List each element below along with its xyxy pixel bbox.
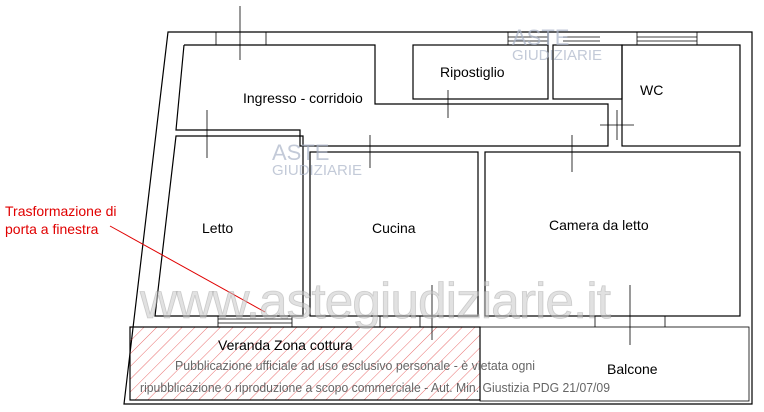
label-ripostiglio: Ripostiglio — [440, 64, 505, 80]
label-cucina: Cucina — [372, 220, 416, 236]
watermark-url: www.astegiudiziarie.it — [139, 273, 611, 329]
logo-text-bottom-2: GIUDIZIARIE — [272, 162, 362, 179]
ripostiglio-room — [412, 44, 549, 100]
label-balcone: Balcone — [607, 361, 658, 377]
annotation-line-2: porta a finestra — [5, 221, 99, 237]
logo-text-top: ASTE — [512, 25, 569, 50]
logo-text-bottom: GIUDIZIARIE — [512, 47, 602, 64]
wc-room — [621, 44, 741, 147]
letto-room — [154, 135, 304, 317]
legal-line-1: Pubblicazione ufficiale ad uso esclusivo… — [175, 358, 535, 373]
logo-text-top-2: ASTE — [272, 140, 329, 165]
camera-room — [484, 151, 741, 317]
veranda-hatch — [129, 326, 481, 401]
window-marks — [206, 6, 698, 345]
label-letto: Letto — [202, 220, 233, 236]
label-wc: WC — [640, 82, 663, 98]
cucina-room — [309, 151, 479, 317]
label-veranda: Veranda Zona cottura — [218, 337, 353, 353]
outer-wall — [123, 31, 753, 405]
annotation-leader — [109, 225, 266, 313]
label-ingresso: Ingresso - corridoio — [243, 90, 363, 106]
label-camera: Camera da letto — [549, 217, 649, 233]
annotation-line-1: Trasformazione di — [5, 203, 117, 219]
legal-line-2: ripubblicazione o riproduzione a scopo c… — [140, 380, 610, 395]
balcone-area — [479, 326, 750, 402]
